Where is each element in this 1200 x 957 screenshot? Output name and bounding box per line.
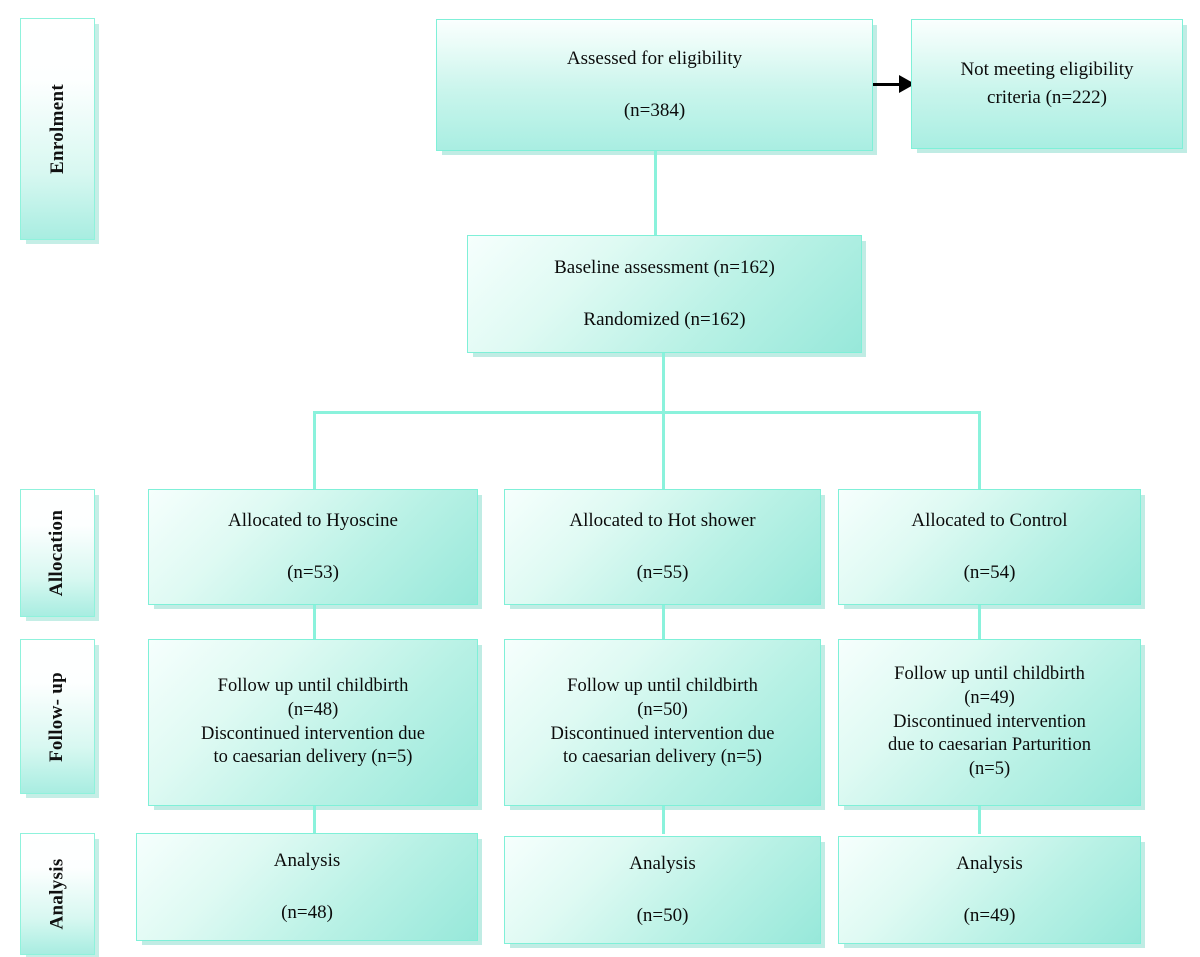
stage-label-allocation-text: Allocation <box>46 509 68 597</box>
node-analysis-hot-shower[interactable]: Analysis (n=50) <box>504 836 821 944</box>
connector-assessed-to-baseline <box>654 151 657 235</box>
node-allocated-control-line1: Allocated to Control <box>911 509 1068 531</box>
node-analysis-hot-shower-line2: (n=50) <box>636 905 689 926</box>
node-analysis-hyoscine-line2: (n=48) <box>281 902 333 923</box>
connector-branch-left <box>313 411 316 489</box>
node-assessed-for-eligibility[interactable]: Assessed for eligibility (n=384) <box>436 19 873 151</box>
node-followup-control[interactable]: Follow up until childbirth (n=49) Discon… <box>838 639 1141 806</box>
node-followup-hyoscine-line4: to caesarian delivery (n=5) <box>213 747 413 768</box>
connector-branch-bar <box>313 411 981 414</box>
node-excluded-line2: criteria (n=222) <box>987 87 1107 108</box>
arrow-to-excluded-line <box>873 83 902 86</box>
node-assessed-line2: (n=384) <box>623 100 686 121</box>
connector-followup-to-analysis-right <box>978 806 981 834</box>
node-analysis-hot-shower-line1: Analysis <box>629 852 696 874</box>
connector-branch-right <box>978 411 981 489</box>
node-analysis-hyoscine[interactable]: Analysis (n=48) <box>136 833 478 941</box>
node-allocated-hot-shower-line1: Allocated to Hot shower <box>569 509 756 531</box>
node-followup-hot-shower-line1: Follow up until childbirth <box>567 676 758 697</box>
node-analysis-hyoscine-line1: Analysis <box>273 849 341 871</box>
connector-followup-to-analysis-left <box>313 806 316 834</box>
connector-alloc-to-followup-center <box>662 605 665 639</box>
node-assessed-line1: Assessed for eligibility <box>566 47 743 69</box>
node-baseline-line2: Randomized (n=162) <box>583 309 746 330</box>
node-followup-hyoscine-line3: Discontinued intervention due <box>200 723 425 744</box>
node-baseline-randomized[interactable]: Baseline assessment (n=162) Randomized (… <box>467 235 862 353</box>
node-followup-control-line1: Follow up until childbirth <box>894 664 1085 685</box>
node-followup-hyoscine-line1: Follow up until childbirth <box>217 676 409 697</box>
node-followup-hot-shower-line4: to caesarian delivery (n=5) <box>563 747 762 768</box>
stage-label-allocation: Allocation <box>20 489 95 617</box>
node-followup-hot-shower-line3: Discontinued intervention due <box>550 723 775 744</box>
connector-followup-to-analysis-center <box>662 806 665 834</box>
node-allocated-hyoscine[interactable]: Allocated to Hyoscine (n=53) <box>148 489 478 605</box>
node-followup-control-line5: (n=5) <box>968 759 1011 779</box>
connector-alloc-to-followup-left <box>313 605 316 639</box>
node-allocated-hyoscine-line2: (n=53) <box>287 562 339 583</box>
stage-label-analysis-text: Analysis <box>46 858 68 930</box>
allocation-stray-mark: . <box>59 540 62 552</box>
node-allocated-control-line2: (n=54) <box>963 562 1016 583</box>
node-followup-control-line3: Discontinued intervention <box>893 711 1086 732</box>
node-followup-hot-shower-line2: (n=50) <box>637 699 688 720</box>
node-allocated-hot-shower[interactable]: Allocated to Hot shower (n=55) <box>504 489 821 605</box>
stage-label-followup: Follow- up <box>20 639 95 794</box>
node-followup-hot-shower[interactable]: Follow up until childbirth (n=50) Discon… <box>504 639 821 806</box>
node-analysis-control-line1: Analysis <box>956 852 1023 874</box>
stage-label-enrolment: Enrolment <box>20 18 95 240</box>
node-followup-hyoscine-line2: (n=48) <box>287 699 339 720</box>
stage-label-analysis: Analysis <box>20 833 95 955</box>
node-excluded-line1: Not meeting eligibility <box>960 58 1134 80</box>
node-followup-control-line4: due to caesarian Parturition <box>888 735 1091 756</box>
connector-alloc-to-followup-right <box>978 605 981 639</box>
stage-label-enrolment-text: Enrolment <box>46 84 68 174</box>
node-analysis-control-line2: (n=49) <box>963 905 1016 926</box>
connector-baseline-stem <box>662 353 665 414</box>
node-allocated-hyoscine-line1: Allocated to Hyoscine <box>228 509 398 531</box>
node-allocated-hot-shower-line2: (n=55) <box>636 562 689 583</box>
node-followup-hyoscine[interactable]: Follow up until childbirth (n=48) Discon… <box>148 639 478 806</box>
stage-label-followup-text: Follow- up <box>46 671 68 762</box>
node-followup-control-line2: (n=49) <box>964 687 1015 708</box>
node-analysis-control[interactable]: Analysis (n=49) <box>838 836 1141 944</box>
connector-branch-center <box>662 411 665 489</box>
node-not-meeting-eligibility[interactable]: Not meeting eligibility criteria (n=222) <box>911 19 1183 149</box>
node-baseline-line1: Baseline assessment (n=162) <box>554 256 775 278</box>
node-allocated-control[interactable]: Allocated to Control (n=54) <box>838 489 1141 605</box>
